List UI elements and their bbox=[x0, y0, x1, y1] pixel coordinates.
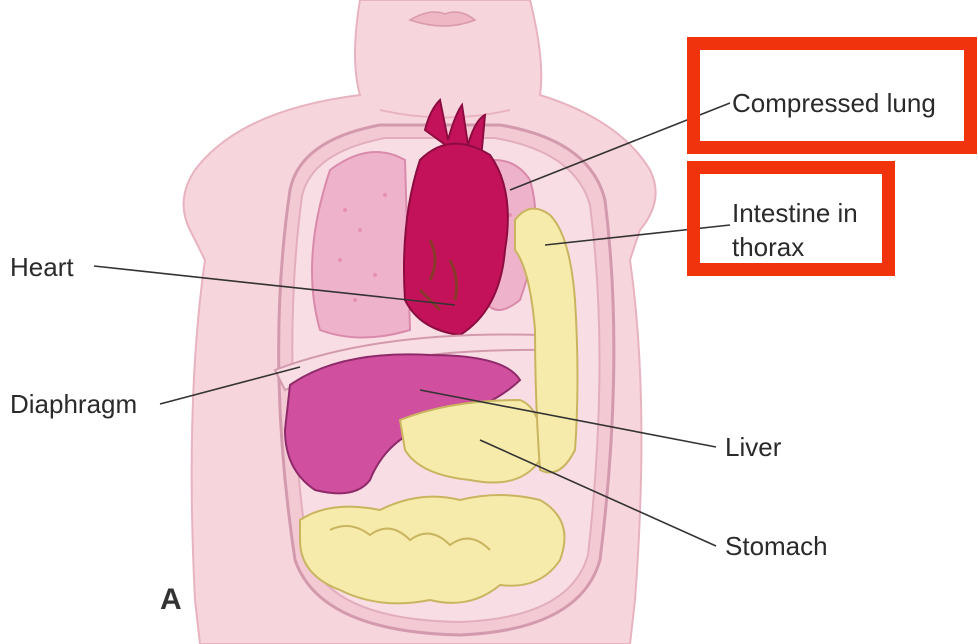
label-intestine-in-thorax: Intestine in thorax bbox=[732, 196, 892, 264]
label-compressed-lung: Compressed lung bbox=[732, 88, 936, 118]
label-stomach: Stomach bbox=[725, 531, 828, 561]
left-lung bbox=[312, 152, 410, 338]
panel-letter: A bbox=[160, 583, 182, 617]
label-liver: Liver bbox=[725, 432, 781, 462]
label-diaphragm: Diaphragm bbox=[10, 389, 137, 419]
label-heart: Heart bbox=[10, 252, 74, 282]
